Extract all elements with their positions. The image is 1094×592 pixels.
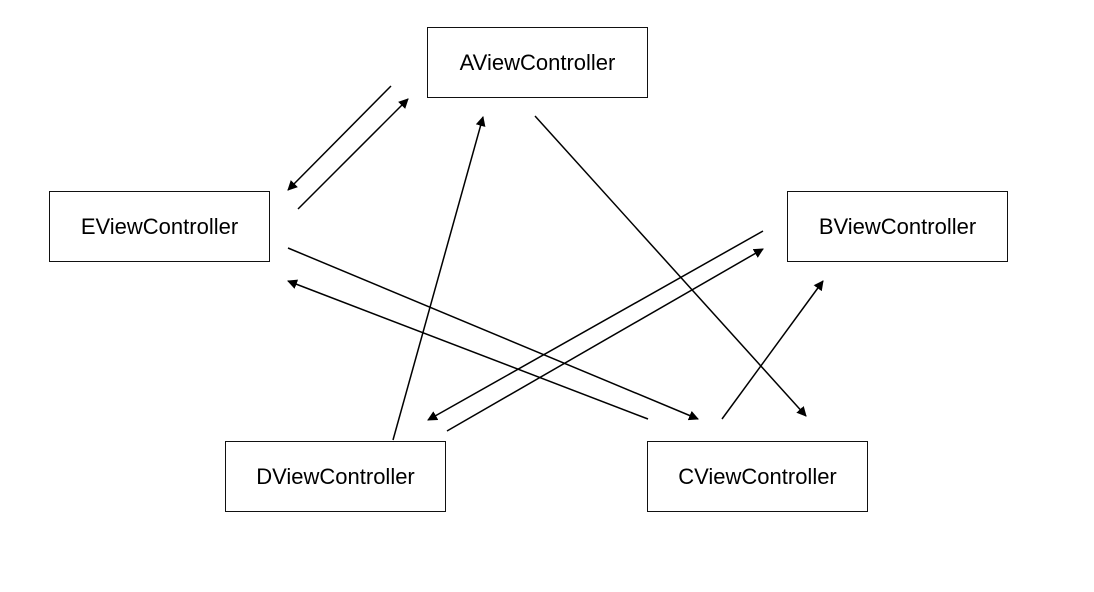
arrow-c-to-b (721, 280, 824, 420)
arrow-e-to-c (287, 247, 699, 421)
node-a-view-controller: AViewController (427, 27, 648, 98)
arrow-c-to-e (287, 279, 649, 420)
node-e-view-controller: EViewController (49, 191, 270, 262)
node-d-view-controller: DViewController (225, 441, 446, 512)
arrow-e-to-a (297, 98, 409, 210)
arrow-d-to-b (446, 248, 764, 432)
arrow-b-to-d (427, 230, 764, 421)
arrow-a-to-c (534, 115, 807, 417)
node-b-view-controller: BViewController (787, 191, 1008, 262)
node-c-view-controller: CViewController (647, 441, 868, 512)
arrow-d-to-a (392, 116, 486, 441)
arrow-a-to-e (287, 85, 392, 191)
